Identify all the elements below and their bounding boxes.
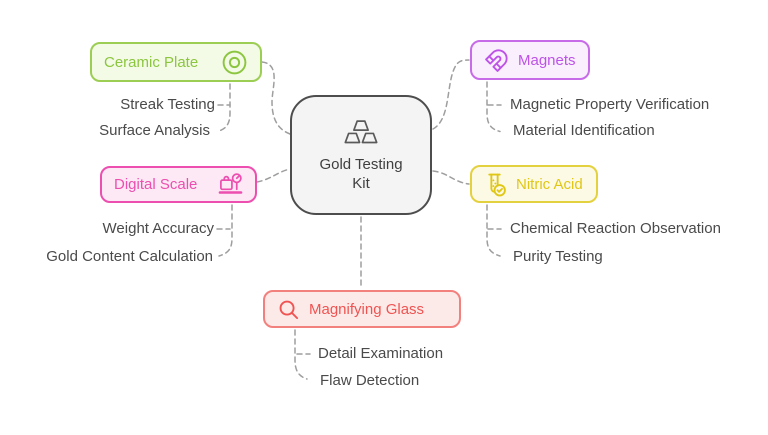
branch-label-nitric-acid: Nitric Acid <box>516 175 583 193</box>
connector-center-to-nitric <box>432 170 470 185</box>
connector-digital-to-center <box>256 168 291 183</box>
branch-label-ceramic-plate: Ceramic Plate <box>104 53 199 71</box>
connector-digital-children <box>218 204 233 257</box>
branch-label-digital-scale: Digital Scale <box>114 176 198 193</box>
connector-magnets-children <box>486 81 501 133</box>
test-tube-icon <box>488 173 506 196</box>
center-label-line1: Gold Testing <box>319 155 403 173</box>
sub-item-chemical-reaction-observation: Chemical Reaction Observation <box>510 220 721 237</box>
sub-item-streak-testing: Streak Testing <box>120 96 215 113</box>
double-circle-icon <box>222 50 247 74</box>
sub-item-material-identification: Material Identification <box>513 122 655 139</box>
connector-nitric-children <box>486 204 501 257</box>
branch-label-magnifying-glass: Magnifying Glass <box>309 300 425 318</box>
branch-node-magnifying-glass: Magnifying Glass <box>263 290 461 328</box>
center-node-gold-testing-kit: Gold Testing Kit <box>290 95 432 215</box>
connector-magnifier-children <box>294 329 308 380</box>
sub-item-surface-analysis: Surface Analysis <box>99 122 210 139</box>
branch-node-ceramic-plate: Ceramic Plate <box>90 42 262 82</box>
branch-node-nitric-acid: Nitric Acid <box>470 165 598 203</box>
gold-bars-icon <box>344 119 378 143</box>
connector-ceramic-children <box>216 83 231 133</box>
branch-node-magnets: Magnets <box>470 40 590 80</box>
sub-item-weight-accuracy: Weight Accuracy <box>102 220 214 237</box>
connector-center-to-magnets <box>432 59 470 130</box>
connector-ceramic-to-center <box>261 61 291 135</box>
branch-node-digital-scale: Digital Scale <box>100 166 257 203</box>
sub-item-magnetic-property-verification: Magnetic Property Verification <box>510 96 710 113</box>
magnet-icon <box>485 48 508 72</box>
center-node-label: Gold Testing Kit <box>319 155 402 193</box>
sub-item-purity-testing: Purity Testing <box>513 248 603 265</box>
sub-item-detail-examination: Detail Examination <box>318 345 444 362</box>
magnifier-icon <box>279 300 299 319</box>
sub-item-flaw-detection: Flaw Detection <box>320 372 420 389</box>
branch-label-magnets: Magnets <box>518 51 576 69</box>
scale-icon <box>218 173 243 194</box>
center-label-line2: Kit <box>352 174 370 192</box>
sub-item-gold-content-calculation: Gold Content Calculation <box>46 248 213 265</box>
